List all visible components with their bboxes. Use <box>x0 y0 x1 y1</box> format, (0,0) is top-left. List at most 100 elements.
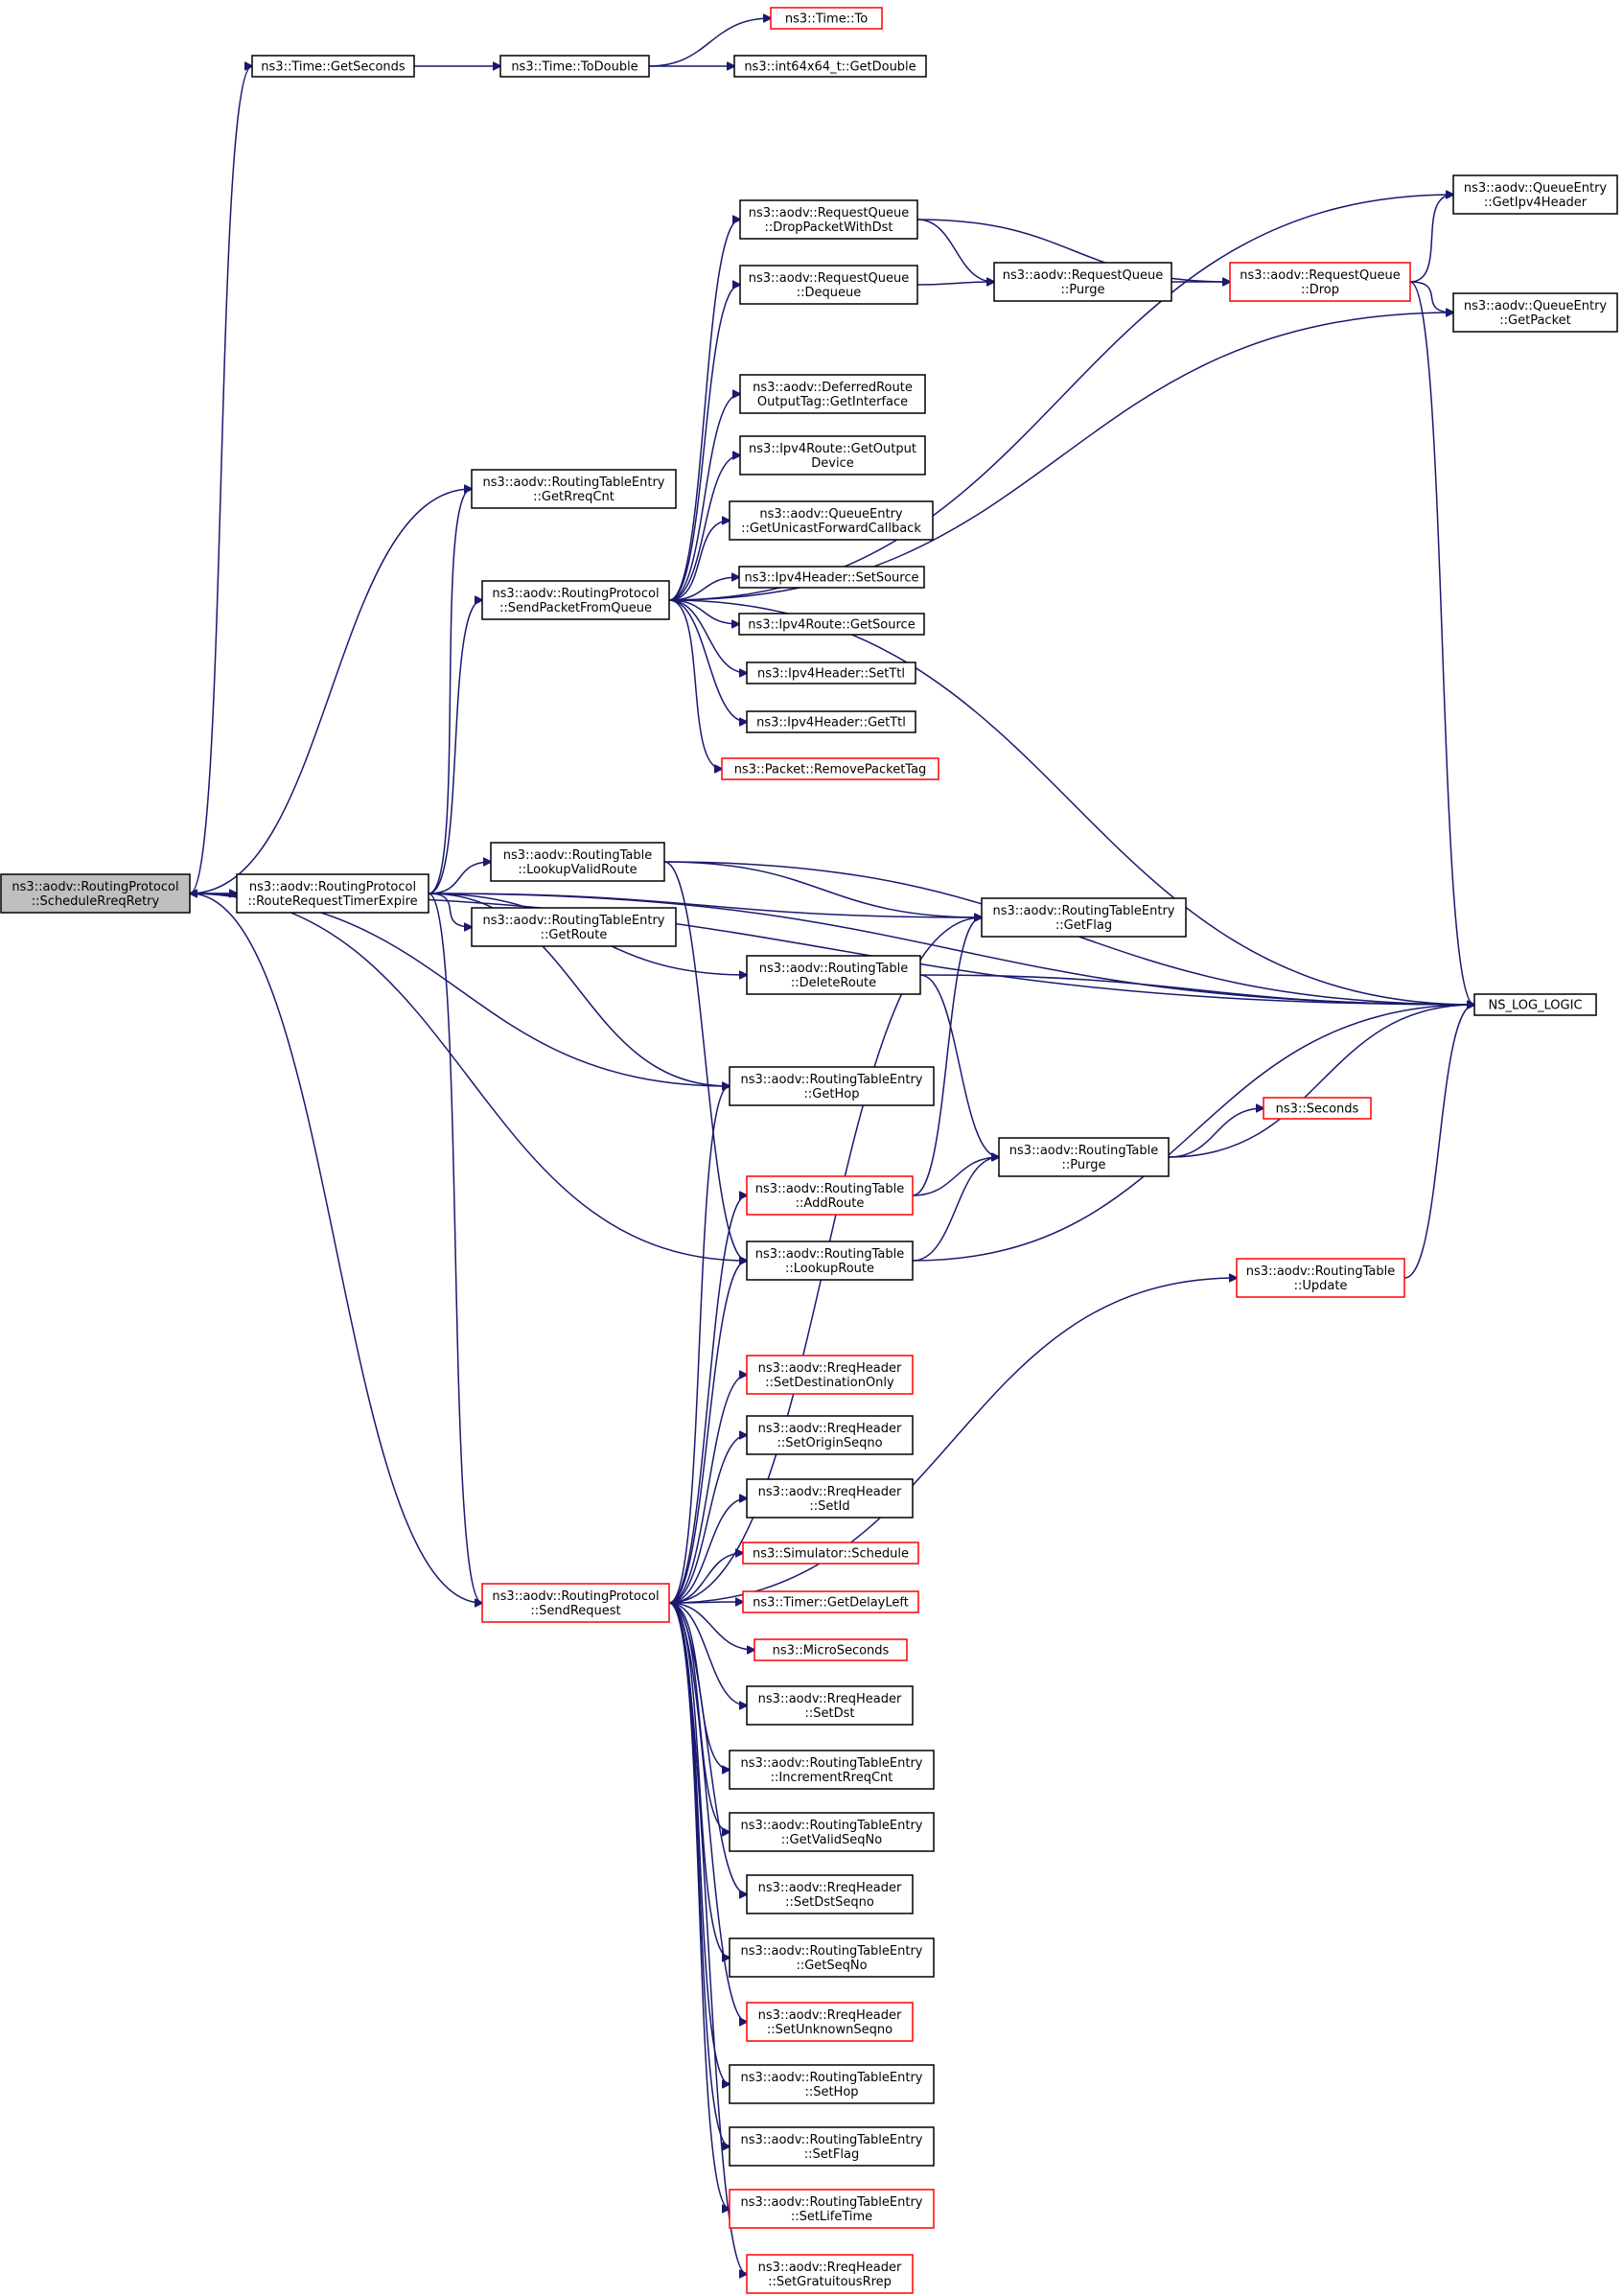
node-label-line: OutputTag::GetInterface <box>757 395 908 409</box>
node-get-seconds[interactable]: ns3::Time::GetSeconds <box>251 55 415 78</box>
node-label-line: Device <box>811 456 853 471</box>
node-label-line: ns3::aodv::RreqHeader <box>758 1361 902 1376</box>
node-get-route[interactable]: ns3::aodv::RoutingTableEntry::GetRoute <box>471 907 677 947</box>
node-seconds[interactable]: ns3::Seconds <box>1263 1097 1372 1120</box>
node-set-dst[interactable]: ns3::aodv::RreqHeader::SetDst <box>746 1685 914 1726</box>
node-label-line: ::GetRreqCnt <box>533 490 614 504</box>
edge-send-request-to-set-hop <box>668 1602 730 2084</box>
edge-send-packet-from-queue-to-get-output-device <box>668 455 740 601</box>
node-set-life-time[interactable]: ns3::aodv::RoutingTableEntry::SetLifeTim… <box>729 2189 935 2229</box>
node-label-line: ::GetSeqNo <box>796 1959 867 1973</box>
node-label-line: ns3::aodv::RoutingTable <box>759 962 908 976</box>
node-time-to[interactable]: ns3::Time::To <box>770 7 883 30</box>
node-root[interactable]: ns3::aodv::RoutingProtocol::ScheduleRreq… <box>0 873 191 914</box>
node-box <box>729 1937 935 1978</box>
node-label-line: ::GetHop <box>804 1087 860 1102</box>
node-label-line: ::Drop <box>1301 283 1339 297</box>
node-set-ttl[interactable]: ns3::Ipv4Header::SetTtl <box>746 661 916 684</box>
node-set-id[interactable]: ns3::aodv::RreqHeader::SetId <box>746 1478 914 1519</box>
node-label-line: ns3::aodv::RequestQueue <box>749 271 909 286</box>
node-box <box>746 2254 914 2294</box>
edge-rq-drop-to-get-ipv4-header <box>1409 195 1453 283</box>
node-get-flag[interactable]: ns3::aodv::RoutingTableEntry::GetFlag <box>981 897 1187 938</box>
node-label-line: ns3::aodv::RoutingProtocol <box>12 880 178 894</box>
node-drop-packet-with-dst[interactable]: ns3::aodv::RequestQueue::DropPacketWithD… <box>739 199 918 240</box>
node-set-gratuitous-rrep[interactable]: ns3::aodv::RreqHeader::SetGratuitousRrep <box>746 2254 914 2294</box>
edge-rt-update-to-ns-log-logic <box>1403 1005 1474 1279</box>
node-get-packet[interactable]: ns3::aodv::QueueEntry::GetPacket <box>1452 292 1618 333</box>
node-get-rreq-cnt[interactable]: ns3::aodv::RoutingTableEntry::GetRreqCnt <box>471 469 677 509</box>
node-to-double[interactable]: ns3::Time::ToDouble <box>499 55 650 78</box>
node-micro-seconds[interactable]: ns3::MicroSeconds <box>754 1638 908 1661</box>
node-set-flag[interactable]: ns3::aodv::RoutingTableEntry::SetFlag <box>729 2126 935 2167</box>
node-deferred-get-interface[interactable]: ns3::aodv::DeferredRouteOutputTag::GetIn… <box>739 374 926 414</box>
node-label-line: ns3::Ipv4Header::GetTtl <box>756 716 906 731</box>
node-set-hop[interactable]: ns3::aodv::RoutingTableEntry::SetHop <box>729 2064 935 2104</box>
node-label-line: ns3::Time::To <box>785 12 868 27</box>
node-route-request-timer-expire[interactable]: ns3::aodv::RoutingProtocol::RouteRequest… <box>236 873 429 914</box>
node-increment-rreq-cnt[interactable]: ns3::aodv::RoutingTableEntry::IncrementR… <box>729 1750 935 1790</box>
node-label-line: ::AddRoute <box>796 1196 865 1211</box>
node-set-unknown-seqno[interactable]: ns3::aodv::RreqHeader::SetUnknownSeqno <box>746 2002 914 2042</box>
edge-route-request-timer-expire-to-lookup-valid-route <box>428 862 491 894</box>
node-set-origin-seqno[interactable]: ns3::aodv::RreqHeader::SetOriginSeqno <box>746 1415 914 1455</box>
node-get-hop[interactable]: ns3::aodv::RoutingTableEntry::GetHop <box>729 1066 935 1106</box>
edge-route-request-timer-expire-to-get-rreq-cnt <box>428 489 472 894</box>
edge-send-request-to-set-dst-seqno <box>668 1602 747 1894</box>
node-lookup-route[interactable]: ns3::aodv::RoutingTable::LookupRoute <box>746 1241 914 1281</box>
node-label-line: ns3::Ipv4Route::GetOutput <box>749 442 916 456</box>
node-label-line: ns3::MicroSeconds <box>773 1644 890 1658</box>
node-dequeue[interactable]: ns3::aodv::RequestQueue::Dequeue <box>739 265 918 305</box>
edge-lookup-valid-route-to-lookup-route <box>663 861 747 1261</box>
node-box <box>981 897 1187 938</box>
node-get-unicast-forward-callback[interactable]: ns3::aodv::QueueEntry::GetUnicastForward… <box>729 500 934 541</box>
node-label-line: ::SetFlag <box>804 2147 859 2162</box>
node-label-line: ::Purge <box>1061 283 1105 297</box>
node-label-line: ::GetIpv4Header <box>1484 196 1588 210</box>
node-label-line: ::GetValidSeqNo <box>781 1833 882 1847</box>
node-label-line: ns3::Seconds <box>1276 1102 1359 1117</box>
node-get-double[interactable]: ns3::int64x64_t::GetDouble <box>733 55 927 78</box>
edge-send-request-to-root <box>190 893 483 1604</box>
node-box <box>746 1478 914 1519</box>
node-rt-update[interactable]: ns3::aodv::RoutingTable::Update <box>1236 1258 1405 1298</box>
node-send-request[interactable]: ns3::aodv::RoutingProtocol::SendRequest <box>481 1583 670 1623</box>
node-get-valid-seq-no[interactable]: ns3::aodv::RoutingTableEntry::GetValidSe… <box>729 1812 935 1852</box>
node-box <box>1236 1258 1405 1298</box>
nodes-layer: ns3::aodv::RoutingProtocol::ScheduleRreq… <box>0 7 1618 2294</box>
node-label-line: ns3::aodv::RoutingTable <box>503 848 652 863</box>
edge-to-double-to-time-to <box>648 18 771 67</box>
node-label-line: ::DeleteRoute <box>791 976 876 990</box>
node-get-delay-left[interactable]: ns3::Timer::GetDelayLeft <box>742 1590 919 1613</box>
edge-root-to-ns-log-logic <box>189 893 1474 1005</box>
node-send-packet-from-queue[interactable]: ns3::aodv::RoutingProtocol::SendPacketFr… <box>481 580 670 620</box>
node-add-route[interactable]: ns3::aodv::RoutingTable::AddRoute <box>746 1175 914 1216</box>
node-delete-route[interactable]: ns3::aodv::RoutingTable::DeleteRoute <box>746 955 921 995</box>
node-get-seq-no[interactable]: ns3::aodv::RoutingTableEntry::GetSeqNo <box>729 1937 935 1978</box>
node-sim-schedule[interactable]: ns3::Simulator::Schedule <box>742 1542 919 1565</box>
node-box <box>746 955 921 995</box>
node-label-line: ns3::Time::ToDouble <box>511 60 638 75</box>
edge-send-request-to-set-origin-seqno <box>668 1435 747 1604</box>
node-get-ipv4-header[interactable]: ns3::aodv::QueueEntry::GetIpv4Header <box>1452 174 1618 215</box>
node-lookup-valid-route[interactable]: ns3::aodv::RoutingTable::LookupValidRout… <box>490 842 665 882</box>
node-set-destination-only[interactable]: ns3::aodv::RreqHeader::SetDestinationOnl… <box>746 1355 914 1395</box>
node-label-line: ::SendRequest <box>530 1604 620 1618</box>
node-remove-packet-tag[interactable]: ns3::Packet::RemovePacketTag <box>721 757 939 780</box>
edge-delete-route-to-rt-purge <box>919 974 999 1157</box>
node-ipv4-route-get-source[interactable]: ns3::Ipv4Route::GetSource <box>738 613 925 636</box>
node-set-dst-seqno[interactable]: ns3::aodv::RreqHeader::SetDstSeqno <box>746 1874 914 1914</box>
node-box <box>742 1590 919 1613</box>
node-rq-drop[interactable]: ns3::aodv::RequestQueue::Drop <box>1229 262 1411 302</box>
node-rq-purge[interactable]: ns3::aodv::RequestQueue::Purge <box>993 262 1172 302</box>
node-get-ttl[interactable]: ns3::Ipv4Header::GetTtl <box>746 710 916 733</box>
node-ipv4-set-source[interactable]: ns3::Ipv4Header::SetSource <box>738 566 925 589</box>
node-label-line: ::GetPacket <box>1499 313 1570 328</box>
edge-root-to-get-seconds <box>189 66 252 894</box>
node-label-line: ns3::aodv::RequestQueue <box>749 206 909 220</box>
node-label-line: ns3::aodv::RoutingProtocol <box>492 587 659 601</box>
node-ns-log-logic[interactable]: NS_LOG_LOGIC <box>1473 993 1597 1016</box>
node-box <box>738 566 925 589</box>
node-rt-purge[interactable]: ns3::aodv::RoutingTable::Purge <box>998 1137 1170 1177</box>
